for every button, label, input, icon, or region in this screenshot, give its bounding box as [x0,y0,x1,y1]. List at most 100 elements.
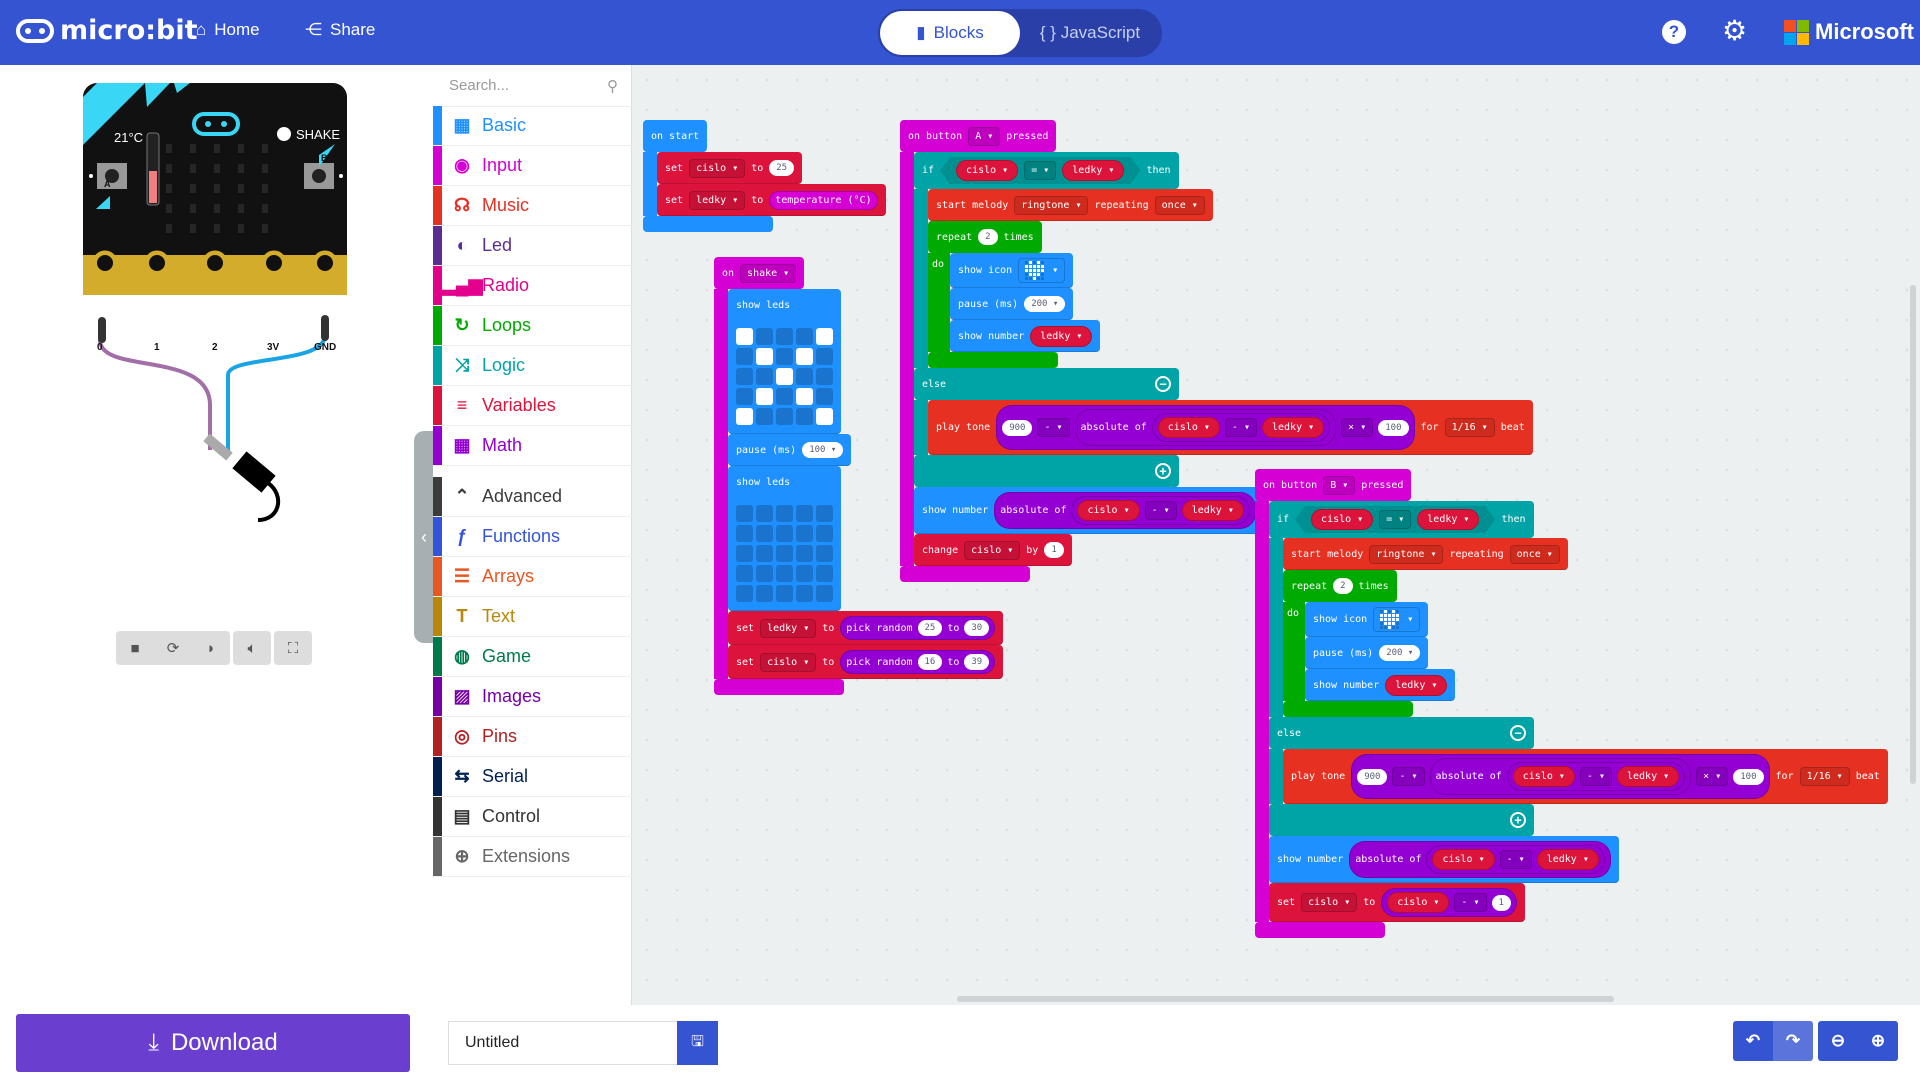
reporter-block[interactable]: cislo ▾- ▾ ledky ▾ [1151,413,1331,442]
dropdown-field[interactable]: - ▾ [1579,767,1612,786]
category-game[interactable]: ◍Game [433,637,632,677]
category-loops[interactable]: ↻Loops [433,306,632,346]
slow-motion-icon[interactable]: ◗ [206,639,216,657]
variable-reporter[interactable]: ledky ▾ [1536,849,1599,870]
led[interactable] [796,545,813,562]
led[interactable] [756,505,773,522]
number-input[interactable]: 100 [1378,419,1409,436]
microbit-simulator[interactable] [0,65,433,625]
gear-icon[interactable]: ⚙ [1722,15,1748,46]
undo-button[interactable]: ↶ [1733,1021,1773,1061]
led[interactable] [776,368,793,385]
led[interactable] [736,545,753,562]
variable-reporter[interactable]: ledky ▾ [1617,766,1680,787]
category-radio[interactable]: ▂▄▆Radio [433,266,632,306]
block-basic[interactable]: pause (ms)100 ▾ [728,434,852,466]
led[interactable] [796,348,813,365]
led[interactable] [776,328,793,345]
stop-icon[interactable]: ■ [130,639,140,657]
led[interactable] [796,505,813,522]
led[interactable] [776,388,793,405]
dropdown-field[interactable]: B ▾ [1323,475,1356,495]
number-input[interactable]: 30 [964,620,990,636]
dropdown-field[interactable]: ledky ▾ [760,618,817,638]
variable-reporter[interactable]: ledky ▾ [1062,160,1124,181]
number-input[interactable]: 2 [1333,578,1353,594]
led[interactable] [756,328,773,345]
category-control[interactable]: ▤Control [433,797,632,837]
number-dropdown[interactable]: 200 ▾ [1024,296,1066,312]
dropdown-field[interactable]: cislo ▾ [1301,893,1358,912]
icon-dropdown[interactable]: ▾ [1373,607,1421,632]
led[interactable] [816,585,833,602]
tab-javascript[interactable]: { } JavaScript [1020,11,1160,55]
led[interactable] [756,368,773,385]
number-dropdown[interactable]: 100 ▾ [802,442,844,458]
led[interactable] [736,348,753,365]
variable-reporter[interactable]: ledky ▾ [1385,674,1448,696]
variable-reporter[interactable]: ledky ▾ [1030,325,1093,347]
led[interactable] [736,368,753,385]
led[interactable] [776,525,793,542]
search-input[interactable]: Search...⚲ [433,65,632,107]
led[interactable] [816,408,833,425]
led[interactable] [756,408,773,425]
reporter-block[interactable]: cislo ▾- ▾1 [1381,888,1517,917]
vertical-scrollbar[interactable] [1910,285,1916,784]
category-images[interactable]: ▨Images [433,677,632,717]
category-music[interactable]: ☊Music [433,186,632,226]
led[interactable] [756,348,773,365]
number-dropdown[interactable]: 200 ▾ [1379,645,1421,661]
dropdown-field[interactable]: - ▾ [1037,418,1070,437]
variable-reporter[interactable]: cislo ▾ [1387,892,1450,913]
dropdown-field[interactable]: = ▾ [1024,161,1056,180]
category-math[interactable]: ▦Math [433,426,632,466]
variable-reporter[interactable]: cislo ▾ [1157,417,1220,438]
led[interactable] [736,505,753,522]
pin-gnd[interactable]: GND [314,342,337,353]
category-logic[interactable]: ⤨Logic [433,346,632,386]
led[interactable] [796,585,813,602]
category-variables[interactable]: ≡Variables [433,386,632,426]
variable-reporter[interactable]: ledky ▾ [1262,417,1325,438]
led[interactable] [756,565,773,582]
reporter-block[interactable]: temperature (°C) [769,190,878,210]
microsoft-logo[interactable]: Microsoft [1784,19,1914,45]
dropdown-field[interactable]: - ▾ [1454,893,1487,912]
dropdown-field[interactable]: × ▾ [1341,418,1374,437]
dropdown-field[interactable]: - ▾ [1224,418,1257,437]
led[interactable] [756,585,773,602]
category-input[interactable]: ◉Input [433,146,632,186]
led[interactable] [776,348,793,365]
reporter-block[interactable]: cislo ▾- ▾ledky ▾ [1426,845,1605,874]
led[interactable] [796,368,813,385]
led[interactable] [736,585,753,602]
help-icon[interactable]: ? [1662,20,1686,44]
remove-else-icon[interactable]: − [1510,725,1526,741]
led[interactable] [776,505,793,522]
zoom-in-button[interactable]: ⊕ [1858,1021,1898,1061]
number-input[interactable]: 1 [1491,894,1511,911]
number-input[interactable]: 900 [1357,768,1388,785]
led[interactable] [816,348,833,365]
led[interactable] [736,525,753,542]
variable-reporter[interactable]: ledky ▾ [1417,509,1479,530]
dropdown-field[interactable]: - ▾ [1392,767,1425,786]
category-led[interactable]: ◐Led [433,226,632,266]
led[interactable] [796,408,813,425]
